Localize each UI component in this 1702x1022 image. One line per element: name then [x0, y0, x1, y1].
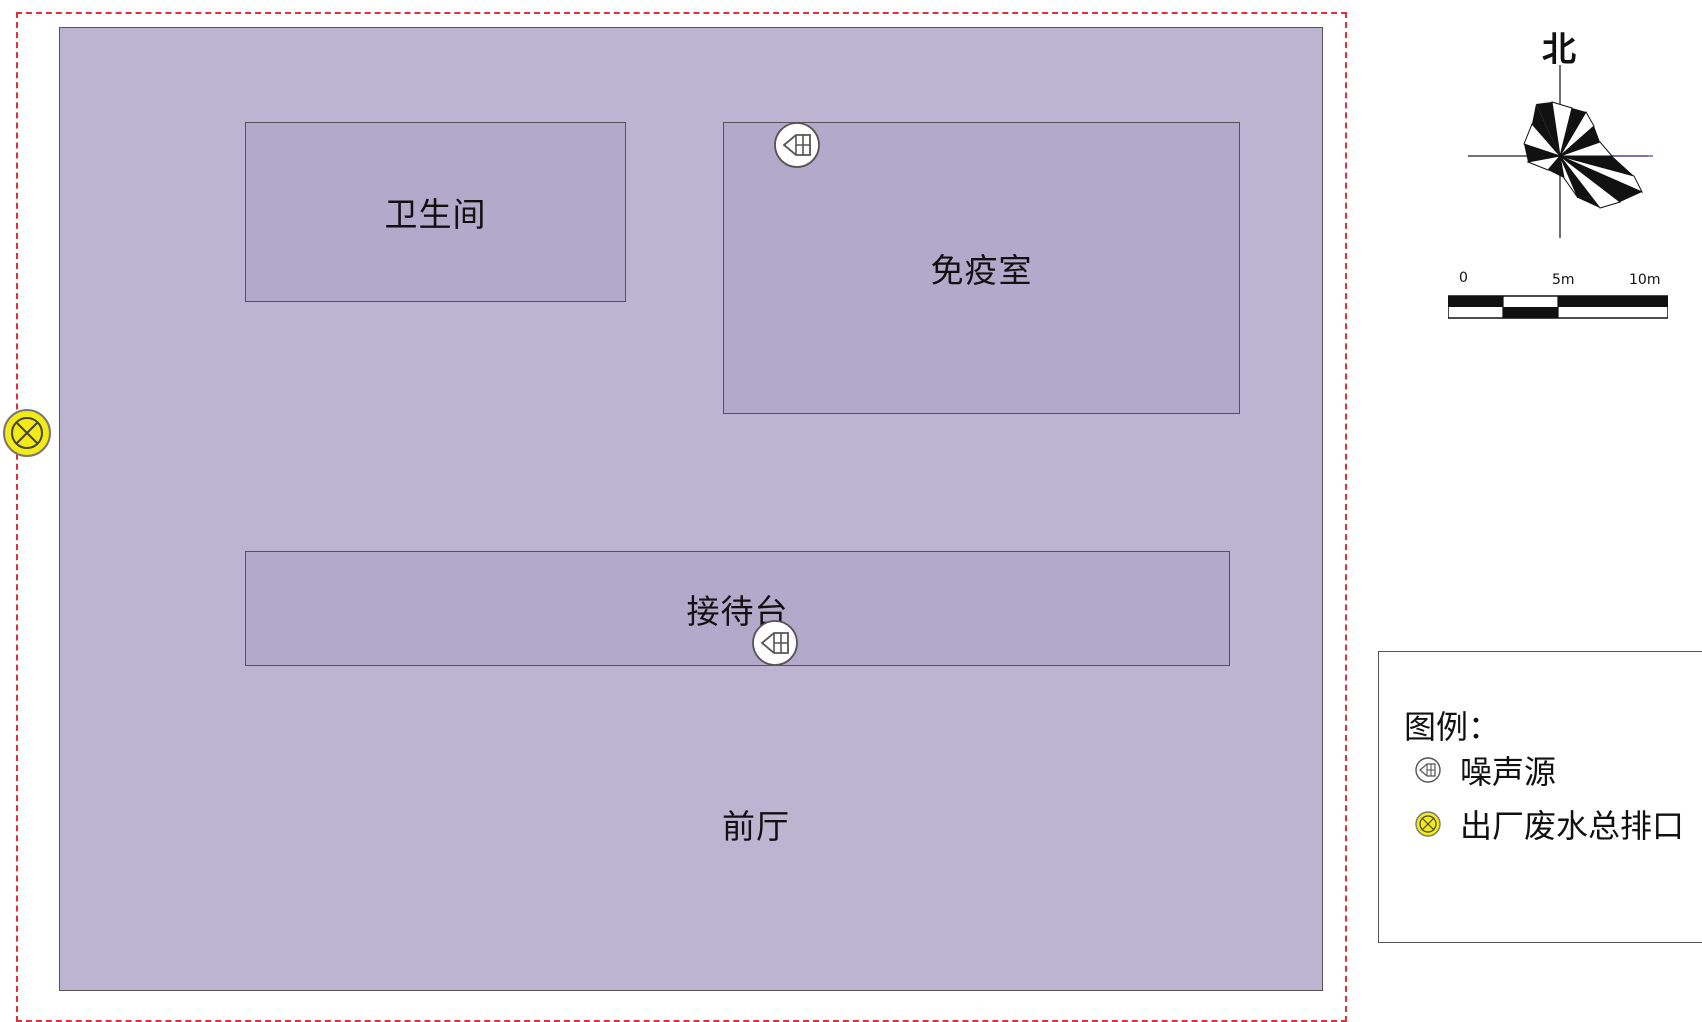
legend-label: 出厂废水总排口 [1460, 807, 1685, 845]
wind-rose-compass-icon [1458, 20, 1668, 250]
north-label: 北 [1542, 30, 1576, 70]
scale-label-start: 0 [1459, 270, 1468, 286]
noise-source-icon [1414, 756, 1442, 784]
scale-bar [1448, 268, 1668, 320]
legend-box [1378, 651, 1702, 943]
room-label: 免疫室 [930, 251, 1033, 290]
legend-item-noise-source: 噪声源 [1414, 747, 1556, 793]
wastewater-outlet-icon [2, 408, 52, 458]
legend-title: 图例： [1404, 708, 1501, 746]
legend-item-outlet: 出厂废水总排口 [1414, 801, 1684, 847]
noise-source-icon [751, 619, 799, 667]
front-hall-label: 前厅 [722, 807, 790, 846]
room-label: 卫生间 [384, 195, 487, 234]
scale-label-end: 10m [1629, 272, 1661, 288]
noise-source-icon [773, 121, 821, 169]
wastewater-outlet-icon [1414, 810, 1442, 838]
legend-label: 噪声源 [1460, 753, 1557, 791]
room-quarantine: 免疫室 [723, 122, 1240, 414]
scale-label-middle: 5m [1552, 272, 1575, 288]
reception-desk: 接待台 [245, 551, 1230, 666]
room-restroom: 卫生间 [245, 122, 626, 302]
